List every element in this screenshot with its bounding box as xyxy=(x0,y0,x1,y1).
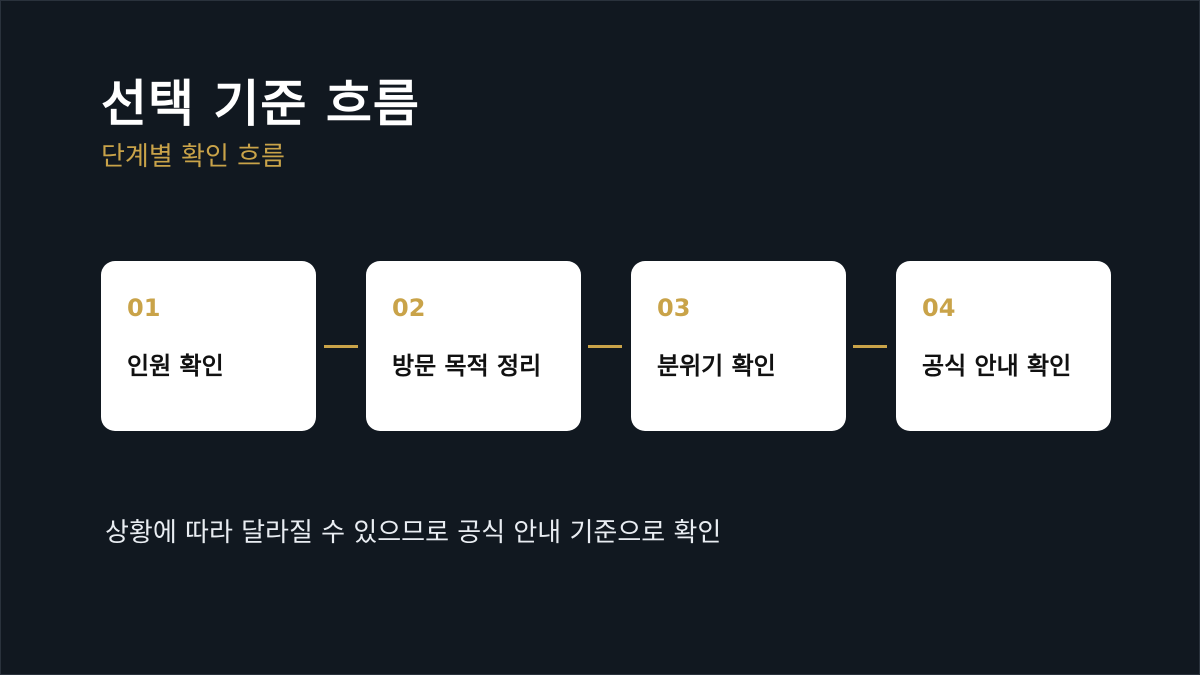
step-label: 분위기 확인 xyxy=(657,352,776,380)
step-flow: 01 인원 확인 02 방문 목적 정리 03 분위기 확인 04 공식 안내 … xyxy=(101,261,1111,431)
step-label: 방문 목적 정리 xyxy=(392,352,542,380)
step-number: 04 xyxy=(922,294,956,322)
step-connector xyxy=(853,345,887,348)
step-number: 02 xyxy=(392,294,426,322)
step-label-container: 인원 확인 xyxy=(127,331,290,401)
step-number: 01 xyxy=(127,294,161,322)
step-label: 공식 안내 확인 xyxy=(922,352,1072,380)
step-label-container: 방문 목적 정리 xyxy=(392,331,555,401)
step-connector xyxy=(324,345,358,348)
step-label-container: 분위기 확인 xyxy=(657,331,820,401)
footnote: 상황에 따라 달라질 수 있으므로 공식 안내 기준으로 확인 xyxy=(105,518,722,548)
page-title: 선택 기준 흐름 xyxy=(101,75,420,133)
step-card-3: 03 분위기 확인 xyxy=(631,261,846,431)
step-card-1: 01 인원 확인 xyxy=(101,261,316,431)
step-number: 03 xyxy=(657,294,691,322)
step-connector xyxy=(588,345,622,348)
step-label-container: 공식 안내 확인 xyxy=(922,331,1085,401)
step-label: 인원 확인 xyxy=(127,352,224,380)
page-subtitle: 단계별 확인 흐름 xyxy=(101,142,285,172)
step-card-2: 02 방문 목적 정리 xyxy=(366,261,581,431)
step-card-4: 04 공식 안내 확인 xyxy=(896,261,1111,431)
